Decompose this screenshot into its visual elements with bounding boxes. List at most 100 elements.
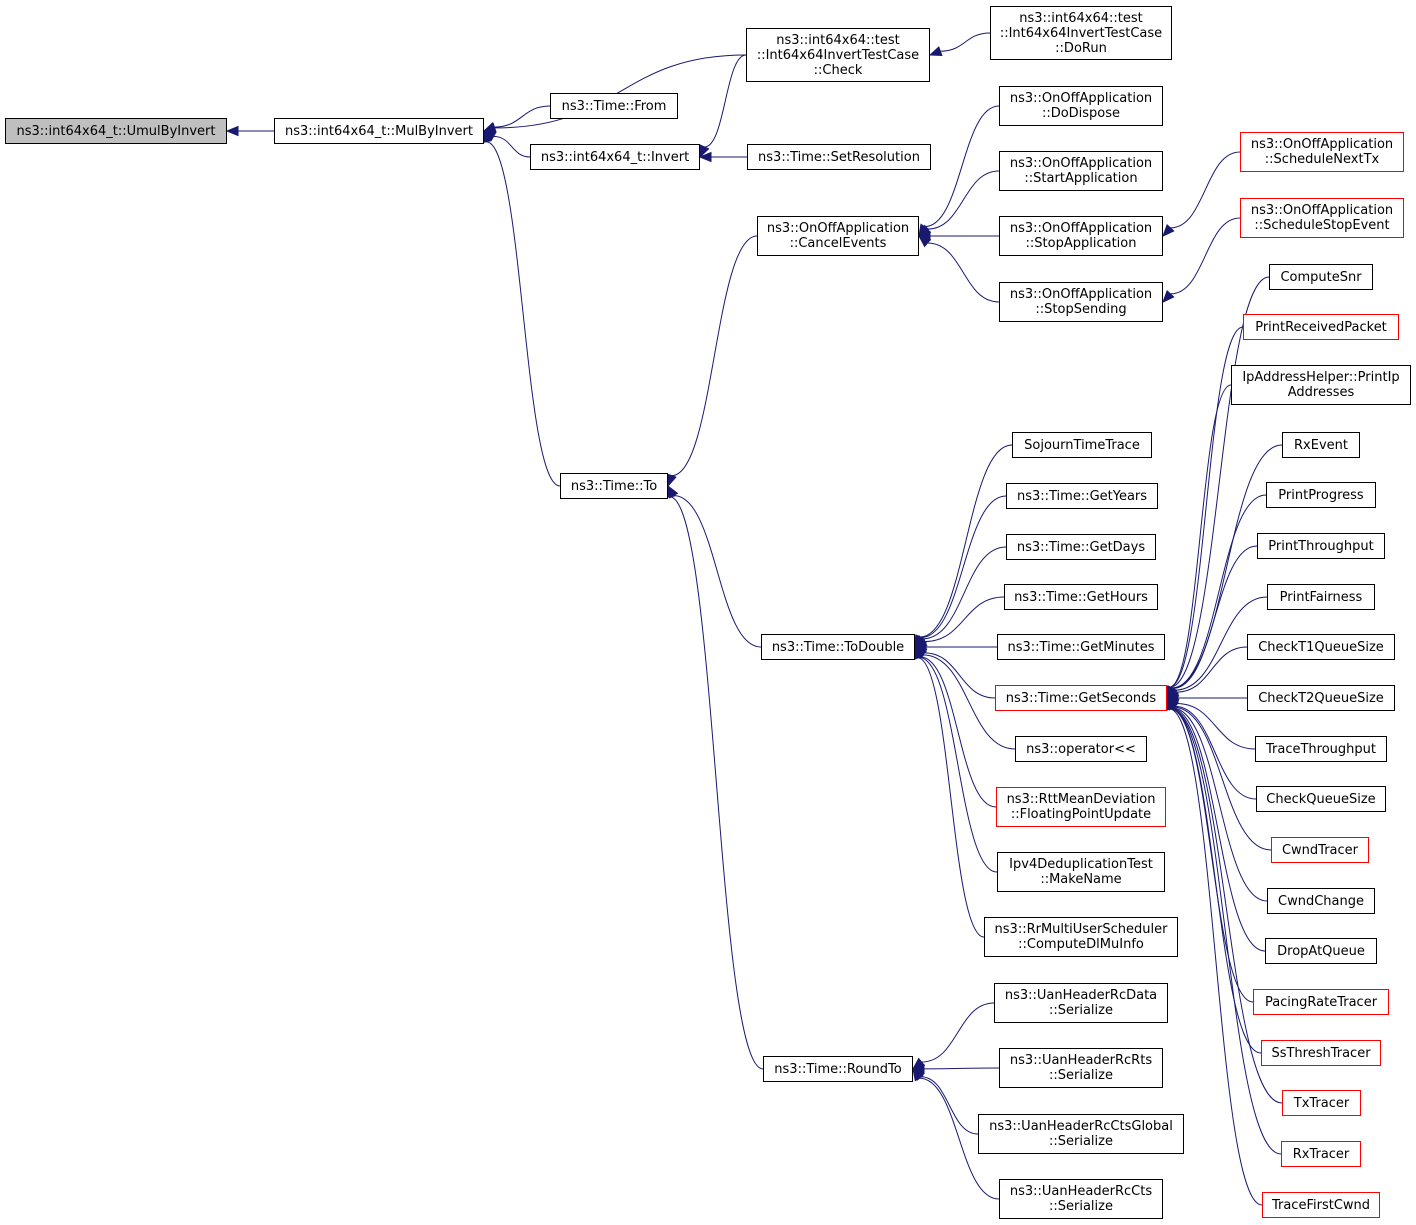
node-label-line: CheckT1QueueSize [1258,639,1384,655]
arrowhead-stopsend [1162,289,1175,303]
node-dropatq[interactable]: DropAtQueue [1265,938,1377,964]
node-getyears[interactable]: ns3::Time::GetYears [1006,483,1158,509]
node-invert[interactable]: ns3::int64x64_t::Invert [530,144,700,170]
arrowhead-stopapp [1162,223,1175,237]
node-stopapp[interactable]: ns3::OnOffApplication::StopApplication [999,216,1163,256]
node-ssthresh[interactable]: SsThreshTracer [1261,1040,1381,1066]
node-label-line: CheckQueueSize [1266,791,1376,807]
node-to[interactable]: ns3::Time::To [560,473,668,499]
node-uandata[interactable]: ns3::UanHeaderRcData::Serialize [994,983,1168,1023]
node-computesnr[interactable]: ComputeSnr [1269,264,1373,290]
node-uanrts[interactable]: ns3::UanHeaderRcRts::Serialize [999,1048,1163,1088]
node-label-line: ::Serialize [1049,1068,1113,1083]
edge-printfair-to-getseconds [1174,596,1268,691]
edge-sojourn-to-todouble [919,444,1013,638]
node-operator[interactable]: ns3::operator<< [1015,736,1147,762]
edge-operator-to-todouble [922,654,1016,750]
node-label-line: ns3::int64x64_t::Invert [540,149,690,165]
edge-check-to-mulbyinvert [494,54,747,129]
node-pacing[interactable]: PacingRateTracer [1253,989,1389,1015]
node-checkq[interactable]: CheckQueueSize [1256,786,1386,812]
arrowhead-roundto [912,1067,924,1082]
edge-to-to-mulbyinvert [486,141,561,487]
node-label-line: ::StopSending [1035,302,1127,317]
node-label-line: ComputeSnr [1280,269,1362,285]
node-todouble[interactable]: ns3::Time::ToDouble [761,634,915,660]
node-roundto[interactable]: ns3::Time::RoundTo [763,1056,913,1082]
node-checkt1[interactable]: CheckT1QueueSize [1247,634,1395,660]
node-txtracer[interactable]: TxTracer [1282,1090,1361,1116]
node-cwndchange[interactable]: CwndChange [1267,888,1375,914]
node-cwndtracer[interactable]: CwndTracer [1271,837,1369,863]
node-label-line: ns3::Time::ToDouble [771,639,905,655]
node-checkt2[interactable]: CheckT2QueueSize [1247,685,1395,711]
node-label-line: ns3::Time::GetSeconds [1005,690,1157,706]
node-rxtracer[interactable]: RxTracer [1281,1141,1361,1167]
node-getseconds[interactable]: ns3::Time::GetSeconds [995,685,1167,711]
edge-cwndtracer-to-getseconds [1173,706,1272,851]
node-printprog[interactable]: PrintProgress [1266,482,1376,508]
edge-roundto-to-to [669,496,764,1070]
node-printrecv[interactable]: PrintReceivedPacket [1243,314,1399,340]
node-from[interactable]: ns3::Time::From [550,93,678,119]
node-tracethru[interactable]: TraceThroughput [1255,736,1387,762]
node-sojourn[interactable]: SojournTimeTrace [1012,432,1152,458]
node-stopsend[interactable]: ns3::OnOffApplication::StopSending [999,282,1163,322]
node-label-line: ::Int64x64InvertTestCase [756,47,920,63]
edge-check-to-invert [704,54,747,148]
edge-dorun-to-check [940,32,991,52]
node-label-line: PrintThroughput [1268,538,1374,554]
node-label-line: ns3::Time::GetHours [1014,589,1148,605]
node-label-line: IpAddressHelper::PrintIp [1242,370,1400,385]
node-label-line: ns3::Time::SetResolution [758,149,920,165]
node-getminutes[interactable]: ns3::Time::GetMinutes [997,634,1165,660]
node-printfair[interactable]: PrintFairness [1267,584,1375,610]
edge-todouble-to-to [673,495,762,648]
node-uancts[interactable]: ns3::UanHeaderRcCts::Serialize [999,1179,1163,1219]
node-label-line: TraceFirstCwnd [1271,1197,1371,1213]
edge-ssthresh-to-getseconds [1169,708,1262,1054]
node-schednext[interactable]: ns3::OnOffApplication::ScheduleNextTx [1240,132,1404,172]
node-label-line: ns3::OnOffApplication [1009,156,1153,171]
node-ipv4dedup[interactable]: Ipv4DeduplicationTest::MakeName [997,852,1165,892]
node-label-line: PrintFairness [1279,589,1363,605]
node-label-line: PrintProgress [1278,487,1364,503]
edge-checkq-to-getseconds [1174,705,1257,800]
node-label-line: ns3::int64x64::test [776,32,900,48]
edge-rxtracer-to-getseconds [1169,708,1282,1155]
node-getdays[interactable]: ns3::Time::GetDays [1006,534,1156,560]
node-label-line: ns3::UanHeaderRcRts [1009,1053,1153,1068]
node-label-line: Addresses [1287,385,1355,400]
node-rtt[interactable]: ns3::RttMeanDeviation::FloatingPointUpda… [996,787,1166,827]
node-check[interactable]: ns3::int64x64::test::Int64x64InvertTestC… [746,28,930,82]
node-rxevent[interactable]: RxEvent [1282,432,1360,458]
node-dorun[interactable]: ns3::int64x64::test::Int64x64InvertTestC… [990,6,1172,60]
edge-rtt-to-todouble [919,656,997,808]
edge-cwndchange-to-getseconds [1171,707,1268,902]
node-schedstop[interactable]: ns3::OnOffApplication::ScheduleStopEvent [1240,198,1404,238]
node-printthru[interactable]: PrintThroughput [1257,533,1385,559]
node-gethours[interactable]: ns3::Time::GetHours [1004,584,1158,610]
node-setres[interactable]: ns3::Time::SetResolution [747,144,931,170]
edge-checkt1-to-getseconds [1176,646,1248,693]
node-tracefirst[interactable]: TraceFirstCwnd [1262,1192,1380,1218]
edge-tracethru-to-getseconds [1176,703,1256,750]
node-mulbyinvert[interactable]: ns3::int64x64_t::MulByInvert [274,118,484,144]
node-dodispose[interactable]: ns3::OnOffApplication::DoDispose [999,86,1163,126]
node-rrmulti[interactable]: ns3::RrMultiUserScheduler::ComputeDlMuIn… [984,917,1178,957]
edge-from-to-mulbyinvert [494,105,551,128]
node-label-line: ns3::RrMultiUserScheduler [994,922,1168,937]
arrowhead-check [928,46,943,56]
node-label-line: ::ComputeDlMuInfo [1018,937,1144,952]
edge-ipaddr-to-getseconds [1169,384,1232,688]
node-label-line: CwndChange [1278,893,1364,909]
node-label-line: ns3::int64x64_t::MulByInvert [284,123,473,139]
node-startapp[interactable]: ns3::OnOffApplication::StartApplication [999,151,1163,191]
node-label-line: ns3::Time::RoundTo [774,1061,902,1077]
node-cancel[interactable]: ns3::OnOffApplication::CancelEvents [757,216,919,256]
node-label-line: ::Serialize [1049,1003,1113,1018]
node-label-line: ::StopApplication [1025,236,1137,251]
node-uanctsg[interactable]: ns3::UanHeaderRcCtsGlobal::Serialize [978,1114,1184,1154]
node-label-line: ::Check [813,62,863,78]
